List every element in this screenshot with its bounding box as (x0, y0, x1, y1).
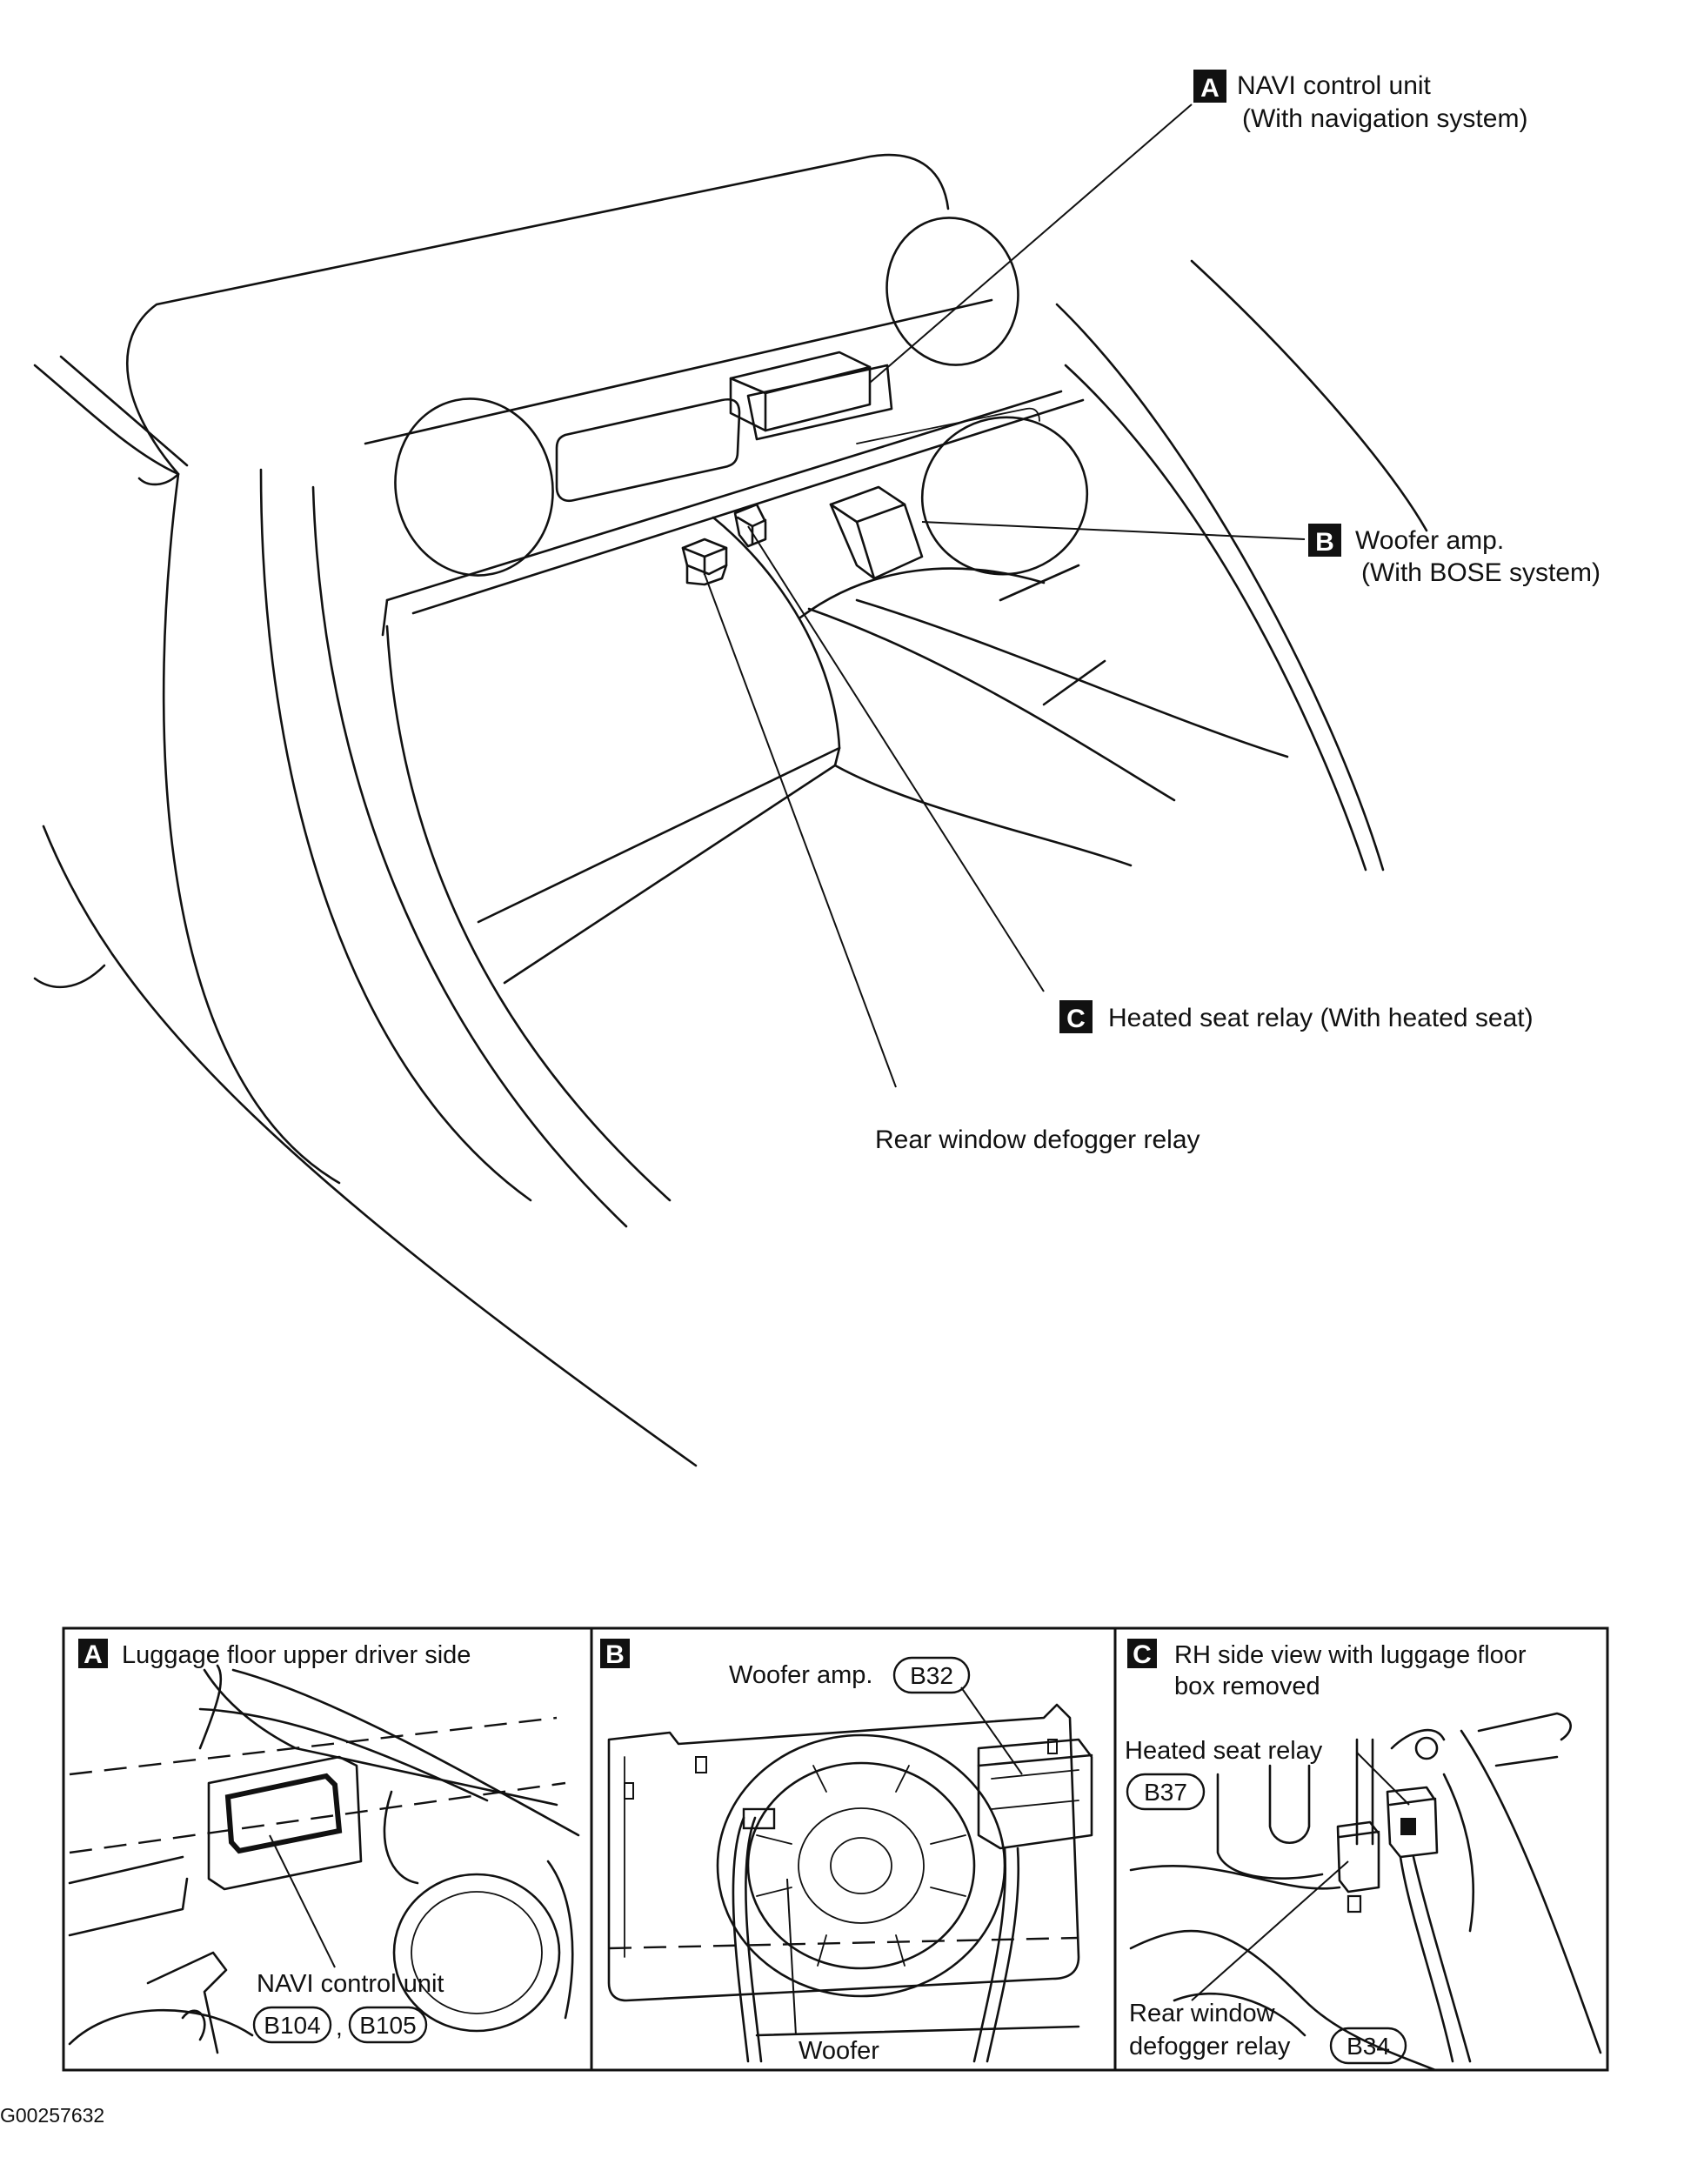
callout-c: C Heated seat relay (With heated seat) (1059, 1000, 1534, 1033)
detail-c: C RH side view with luggage floor box re… (1125, 1639, 1602, 2072)
badge-a (1193, 70, 1226, 103)
detail-b-woofer-label: Woofer (799, 2037, 879, 2065)
badge-a-letter: A (1200, 74, 1220, 103)
main-view (33, 104, 1428, 1467)
detail-b-component-label: Woofer amp. (729, 1661, 872, 1689)
bose-condition-label: (With BOSE system) (1361, 558, 1600, 587)
callout-b: B Woofer amp. (With BOSE system) (1308, 524, 1600, 587)
detail-c-defogger-line2: defogger relay (1129, 2033, 1291, 2060)
navi-control-unit-label: NAVI control unit (1237, 71, 1432, 100)
detail-a-badge: A (84, 1640, 103, 1669)
connector-b37: B37 (1144, 1779, 1187, 1806)
connector-b104: B104 (264, 2012, 320, 2039)
detail-a-component-label: NAVI control unit (257, 1970, 444, 1998)
navi-condition-label: (With navigation system) (1242, 104, 1527, 133)
badge-c-letter: C (1066, 1005, 1086, 1033)
detail-c-badge: C (1133, 1640, 1152, 1669)
connector-b105: B105 (359, 2012, 416, 2039)
detail-b: B Woofer amp. B32 Woofer (600, 1639, 1093, 2065)
detail-a: A Luggage floor upper driver side NAVI c… (68, 1639, 580, 2054)
callout-a: A NAVI control unit (With navigation sys… (1193, 70, 1527, 133)
connector-separator: , (336, 2014, 343, 2040)
connector-b32: B32 (910, 1662, 953, 1689)
detail-c-title-line2: box removed (1174, 1673, 1320, 1700)
connector-b34: B34 (1347, 2033, 1390, 2060)
rear-defogger-relay-label: Rear window defogger relay (875, 1125, 1200, 1154)
badge-b (1308, 524, 1341, 557)
woofer-amp-label: Woofer amp. (1355, 526, 1504, 555)
badge-b-letter: B (1315, 528, 1334, 557)
detail-c-heated-label: Heated seat relay (1125, 1737, 1323, 1765)
detail-a-title: Luggage floor upper driver side (122, 1641, 471, 1669)
detail-b-badge: B (605, 1640, 625, 1669)
badge-c (1059, 1000, 1093, 1033)
detail-c-title-line1: RH side view with luggage floor (1174, 1641, 1527, 1669)
detail-c-defogger-line1: Rear window (1129, 2000, 1276, 2027)
detail-panels (62, 1626, 1609, 2072)
figure-id: G00257632 (0, 2104, 104, 2127)
heated-seat-relay-label: Heated seat relay (With heated seat) (1108, 1004, 1534, 1032)
